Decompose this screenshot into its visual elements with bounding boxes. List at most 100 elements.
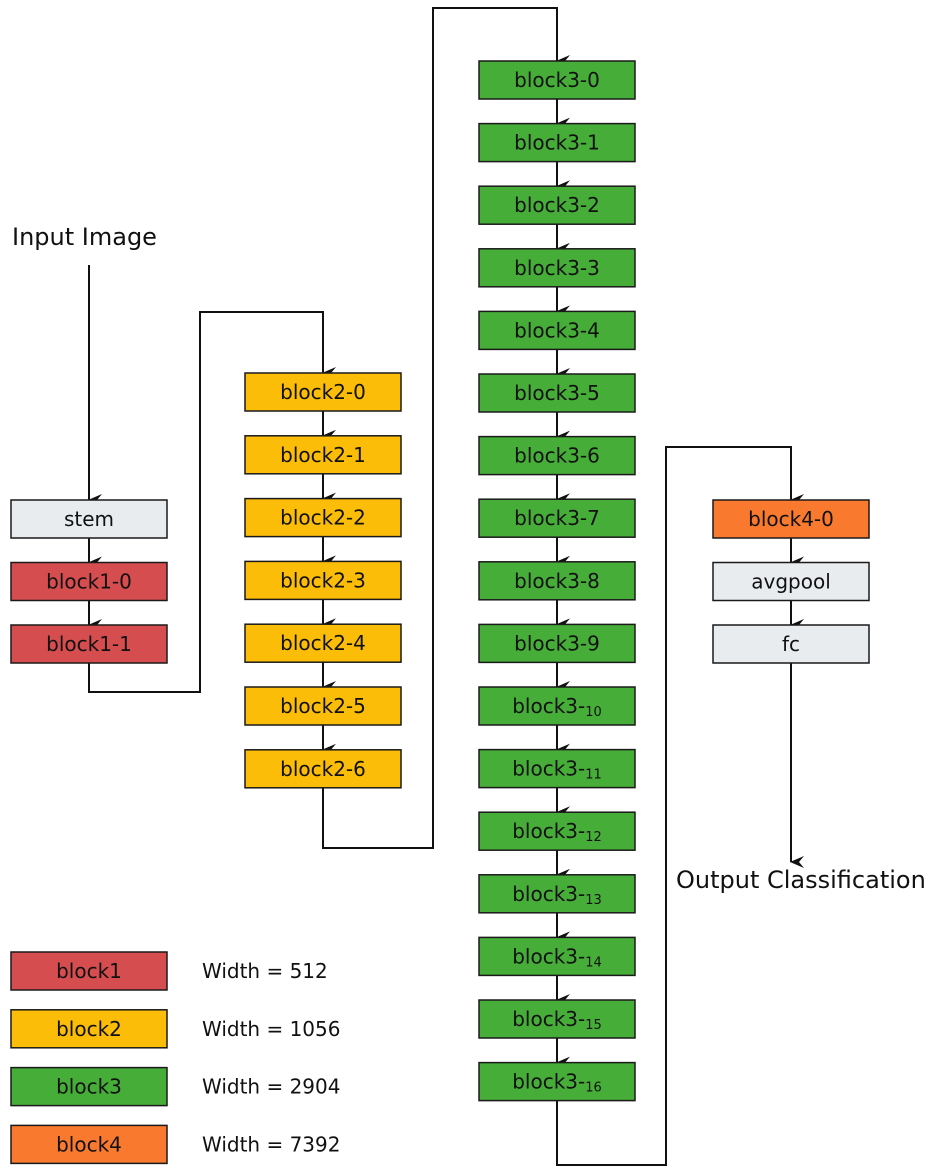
block-box-block3_stage-1: block3-1	[478, 122, 636, 163]
legend-swatch-label: block2	[56, 1017, 122, 1041]
block-rect	[244, 623, 402, 663]
legend-swatch-label: block4	[56, 1132, 122, 1156]
block-box-block2_stage-2: block2-2	[244, 497, 402, 538]
block-rect	[478, 373, 636, 413]
block-label-main: block2-1	[280, 443, 366, 467]
block-box-stem_stage-1: block1-0	[10, 561, 168, 602]
block-box-block3_stage-10: block3-10	[478, 686, 636, 726]
block-rect	[10, 624, 168, 664]
block-label: fc	[782, 632, 800, 656]
block-box-block3_stage-7: block3-7	[478, 498, 636, 538]
connector-block2-to-block3	[322, 7, 570, 849]
block-rect	[712, 624, 870, 664]
block-rect	[478, 310, 636, 351]
block-rect	[478, 686, 636, 726]
legend-item-block1: block1 Width = 512	[10, 951, 328, 991]
legend-swatch-label: block3	[56, 1075, 122, 1099]
block-label: block1-0	[46, 570, 132, 594]
block-label: block2-6	[280, 757, 366, 781]
block-box-block3_stage-6: block3-6	[478, 435, 636, 476]
block-label-main: block2-4	[280, 631, 366, 655]
block-label: block4-0	[748, 507, 834, 531]
block-label-main: block3-5	[514, 381, 600, 405]
block-label-main: block3-4	[514, 318, 600, 342]
block-rect	[712, 499, 870, 539]
block-label-main: block3-9	[514, 631, 600, 655]
connector-lines	[88, 7, 804, 1166]
block-label-main: block1-0	[46, 570, 132, 594]
block-label-main: block3-3	[514, 256, 600, 280]
block-rect	[478, 248, 636, 288]
block-box-block3_stage-4: block3-4	[478, 310, 636, 351]
block-label: block3-10	[512, 694, 602, 720]
block-rect	[244, 372, 402, 412]
block-label-main: block3-	[512, 694, 585, 718]
block-label: block3-9	[514, 631, 600, 655]
block-label: block2-1	[280, 443, 366, 467]
block-label-main: block4-0	[748, 507, 834, 531]
input-image-label: Input Image	[12, 223, 157, 251]
block-label-main: block3-7	[514, 506, 600, 530]
block-box-block3_stage-0: block3-0	[478, 60, 636, 100]
block-label-sub: 14	[585, 955, 602, 970]
block-rect	[478, 435, 636, 476]
block-label-main: block3-	[512, 757, 585, 781]
block-label: block3-0	[514, 68, 600, 92]
block-label-main: block3-1	[514, 131, 600, 155]
block-label-main: block3-2	[514, 193, 600, 217]
block-label-sub: 15	[585, 1018, 602, 1033]
block-rect	[478, 748, 636, 789]
block-label: block3-6	[514, 444, 600, 468]
block-box-stem_stage-2: block1-1	[10, 624, 168, 664]
block-box-block2_stage-0: block2-0	[244, 372, 402, 412]
block-label-main: stem	[64, 507, 114, 531]
block-label-main: block2-6	[280, 757, 366, 781]
block-box-block3_stage-12: block3-12	[478, 811, 636, 851]
block-label-main: block2-5	[280, 694, 366, 718]
block-label: block2-2	[280, 506, 366, 530]
block-rect	[478, 185, 636, 225]
block-rect	[478, 999, 636, 1039]
block-label-main: block3-	[512, 1007, 585, 1031]
block-label-main: block3-	[512, 819, 585, 843]
block-label: block3-16	[512, 1070, 602, 1096]
block-rect	[478, 122, 636, 163]
block-rect	[10, 561, 168, 602]
legend-swatch	[10, 951, 168, 991]
block-label: block3-11	[512, 757, 602, 783]
block-label: block3-1	[514, 131, 600, 155]
block-box-block3_stage-5: block3-5	[478, 373, 636, 413]
legend-swatch-label: block1	[56, 959, 122, 983]
block-box-block3_stage-8: block3-8	[478, 561, 636, 601]
block-rect	[244, 560, 402, 601]
connector-block3-to-block4	[556, 446, 804, 1166]
block-rect	[244, 749, 402, 789]
block-box-block3_stage-16: block3-16	[478, 1061, 636, 1102]
legend-swatch	[10, 1009, 168, 1049]
block-label-main: block3-0	[514, 68, 600, 92]
block-rect	[478, 1061, 636, 1102]
block-label-sub: 13	[585, 893, 602, 908]
block-label-main: block3-8	[514, 569, 600, 593]
block-rect	[478, 498, 636, 538]
block-box-block2_stage-3: block2-3	[244, 560, 402, 601]
block-box-block3_stage-13: block3-13	[478, 874, 636, 914]
block-label: block3-4	[514, 318, 600, 342]
block-label: block2-3	[280, 568, 366, 592]
block-label-main: block3-	[512, 1070, 585, 1094]
block-rect	[244, 435, 402, 475]
block-box-block2_stage-6: block2-6	[244, 749, 402, 789]
legend-width-text: Width = 512	[202, 959, 328, 983]
block-label-main: block2-2	[280, 506, 366, 530]
block-rect	[10, 499, 168, 539]
block-label: block3-5	[514, 381, 600, 405]
block-label-main: block2-0	[280, 380, 366, 404]
block-box-block3_stage-9: block3-9	[478, 623, 636, 664]
block-rect	[712, 561, 870, 602]
block-box-block2_stage-5: block2-5	[244, 686, 402, 726]
block-rect	[244, 686, 402, 726]
block-label: block1-1	[46, 632, 132, 656]
